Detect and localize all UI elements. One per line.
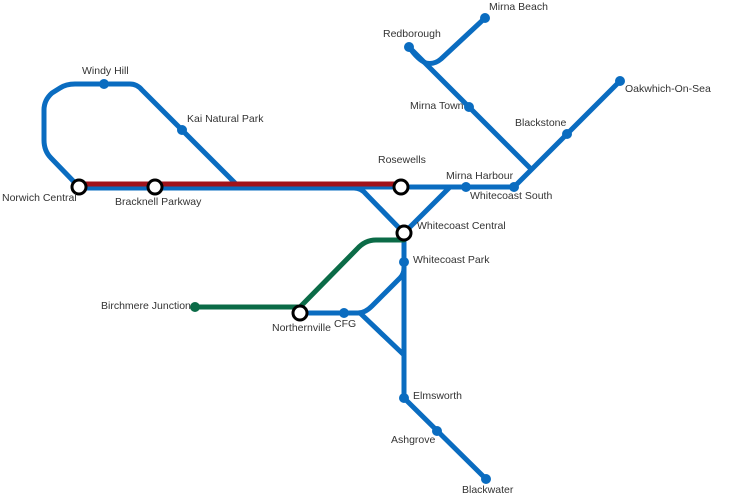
label-rosewells: Rosewells [378,154,426,166]
label-norwich-central: Norwich Central [2,192,77,204]
station-bracknell-parkway[interactable] [146,178,164,196]
label-elmsworth: Elmsworth [413,390,462,402]
station-whitecoast-central[interactable] [395,224,413,242]
label-northernville: Northernville [272,322,331,334]
label-whitecoast-park: Whitecoast Park [413,254,490,266]
label-blackwater: Blackwater [462,484,514,496]
label-whitecoast-central: Whitecoast Central [417,220,506,232]
station-oakwhich-on-sea[interactable] [615,76,625,86]
label-whitecoast-south: Whitecoast South [470,190,552,202]
label-kai-natural-park: Kai Natural Park [187,113,264,125]
station-ashgrove[interactable] [432,426,442,436]
station-rosewells[interactable] [392,178,410,196]
label-bracknell-parkway: Bracknell Parkway [115,196,202,208]
blue-line-harbour-link [401,184,453,236]
station-windy-hill[interactable] [99,79,109,89]
green-line [192,237,407,310]
label-oakwhich-on-sea: Oakwhich-On-Sea [625,83,711,95]
station-cfg[interactable] [339,308,349,318]
label-mirna-beach: Mirna Beach [489,1,548,13]
station-redborough[interactable] [404,42,414,52]
blue-line-mirna-beach [406,15,488,66]
blue-line-main [76,185,407,236]
station-blackstone[interactable] [562,129,572,139]
station-norwich-central[interactable] [70,178,88,196]
station-birchmere-junction[interactable] [190,302,200,312]
station-northernville[interactable] [291,304,309,322]
label-mirna-harbour: Mirna Harbour [446,170,514,182]
label-ashgrove: Ashgrove [391,434,436,446]
label-birchmere-junction: Birchmere Junction [101,300,191,312]
label-redborough: Redborough [383,28,441,40]
label-mirna-town: Mirna Town [410,100,464,112]
station-mirna-harbour[interactable] [461,182,471,192]
station-blackwater[interactable] [481,474,491,484]
station-mirna-town[interactable] [464,102,474,112]
label-cfg: CFG [334,318,356,330]
station-elmsworth[interactable] [399,393,409,403]
station-mirna-beach[interactable] [480,13,490,23]
blue-line-cfg-south [357,310,407,358]
label-windy-hill: Windy Hill [82,65,129,77]
station-whitecoast-south[interactable] [509,182,519,192]
station-kai-natural-park[interactable] [177,125,187,135]
blue-line-loop [41,81,241,190]
station-whitecoast-park[interactable] [399,257,409,267]
label-blackstone: Blackstone [515,117,567,129]
